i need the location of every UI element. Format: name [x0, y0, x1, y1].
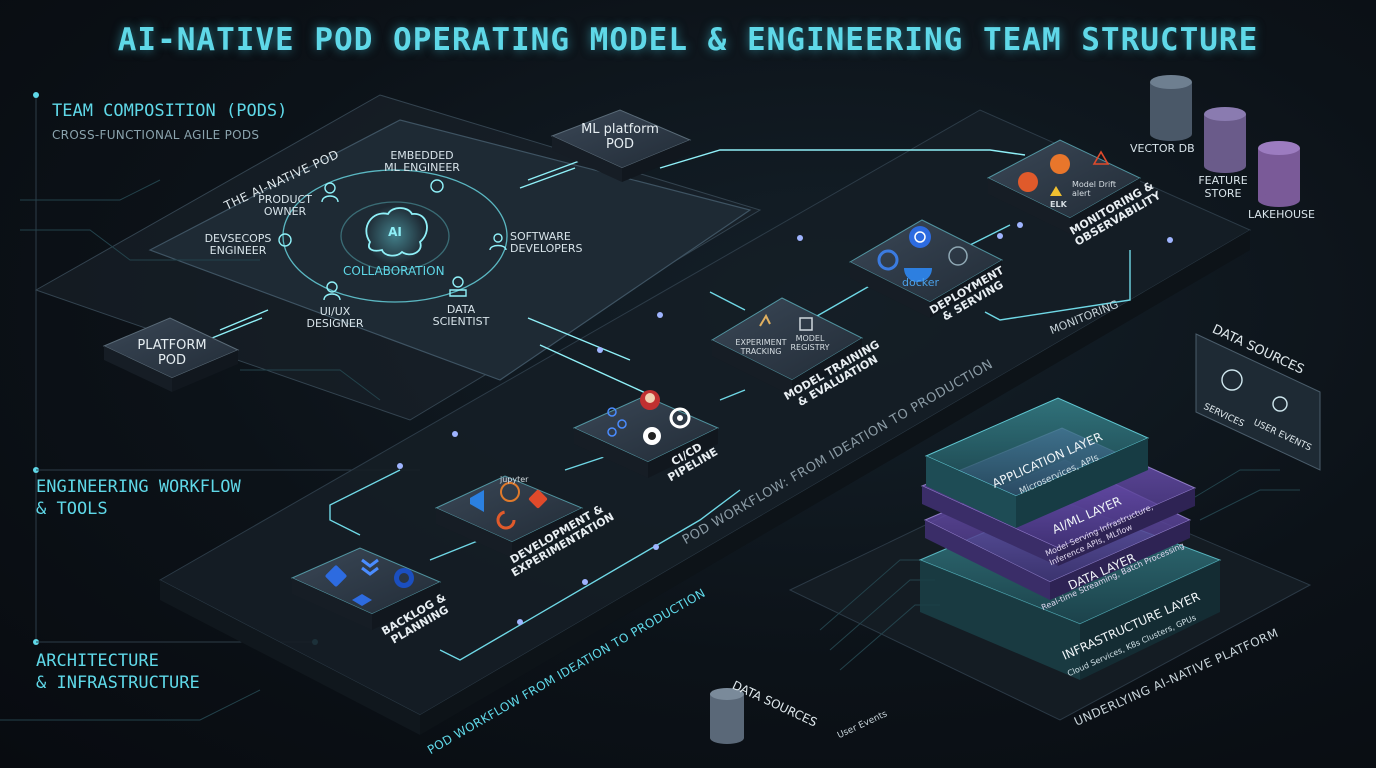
flow-dots — [397, 222, 1173, 625]
section-architecture-line1: ARCHITECTURE — [36, 651, 159, 671]
ai-brain-icon — [365, 205, 428, 265]
tile-training — [710, 297, 864, 396]
section-team-title: TEAM COMPOSITION (PODS) — [52, 101, 288, 121]
role-software-developers: SOFTWARE DEVELOPERS — [510, 231, 590, 255]
github-actions-icon — [643, 427, 661, 445]
workflow-icon — [607, 407, 627, 437]
confluence-icon — [352, 594, 372, 606]
bitbucket-icon — [361, 558, 379, 576]
data-sources-card — [1195, 333, 1321, 471]
ml-platform-pod[interactable]: ML platform POD — [570, 122, 670, 152]
circleci-icon — [669, 407, 691, 429]
feature-store-label: FEATURE STORE — [1198, 174, 1248, 200]
role-data-scientist-line2: SCIENTIST — [432, 315, 490, 328]
role-product-line1: PRODUCT — [258, 193, 312, 206]
role-uiux-line1: UI/UX — [319, 305, 351, 318]
layer-application — [924, 397, 1150, 528]
collaboration-ring — [282, 169, 508, 303]
github-icon — [394, 568, 414, 588]
feature-store-cylinder — [1204, 107, 1246, 173]
role-embedded-line2: ML ENGINEER — [384, 161, 460, 174]
role-devsecops-line1: DEVSECOPS — [204, 232, 272, 245]
role-devsecops-line2: ENGINEER — [209, 244, 267, 257]
brain-icon — [948, 246, 968, 266]
vector-db-cylinder — [1150, 75, 1192, 141]
jupyter-icon — [500, 482, 520, 502]
vector-db-label: VECTOR DB — [1130, 142, 1195, 155]
ai-center-label: AI — [388, 225, 402, 239]
platform-pod[interactable]: PLATFORM POD — [122, 338, 222, 368]
role-product-line2: OWNER — [263, 205, 307, 218]
docker-icon — [904, 268, 932, 282]
section-workflow-line2: & TOOLS — [36, 499, 108, 519]
tile-platform-pod — [102, 317, 240, 392]
lakehouse-label: LAKEHOUSE — [1248, 208, 1315, 221]
grafana-icon — [1050, 154, 1070, 174]
elk-icon — [1050, 186, 1062, 196]
experiment-icon — [759, 313, 771, 327]
tile-ml-platform-pod — [550, 109, 692, 182]
role-devsecops-engineer: DEVSECOPS ENGINEER — [200, 233, 276, 257]
role-product-owner: PRODUCT OWNER — [255, 194, 315, 218]
platform-pod-line2: POD — [157, 353, 187, 368]
section-workflow-title: ENGINEERING WORKFLOW & TOOLS — [36, 476, 241, 520]
ml-platform-pod-line1: ML platform — [581, 122, 659, 137]
section-architecture-title: ARCHITECTURE & INFRASTRUCTURE — [36, 650, 200, 694]
platform-pod-line1: PLATFORM — [137, 338, 207, 353]
tile-monitoring — [986, 139, 1142, 234]
role-software-line1: SOFTWARE — [510, 230, 571, 243]
registry-icon — [799, 317, 813, 331]
role-data-scientist-line1: DATA — [446, 303, 476, 316]
jupyter-label: jupyter — [500, 475, 529, 484]
section-team-subtitle: CROSS-FUNCTIONAL AGILE PODS — [52, 128, 260, 142]
vscode-icon — [470, 490, 484, 512]
experiment-tracking-label: EXPERIMENT TRACKING — [735, 338, 787, 356]
alert-icon — [1092, 150, 1110, 165]
argo-icon — [877, 249, 899, 271]
collaboration-label: COLLABORATION — [343, 264, 445, 278]
tile-cicd — [572, 395, 720, 478]
tile-development — [434, 475, 584, 558]
page-title: AI-NATIVE POD OPERATING MODEL & ENGINEER… — [117, 22, 1259, 58]
docker-label: docker — [902, 276, 940, 289]
git-icon — [528, 489, 548, 509]
role-uiux-designer: UI/UX DESIGNER — [300, 306, 370, 330]
jenkins-icon — [640, 390, 660, 410]
role-uiux-line2: DESIGNER — [306, 317, 364, 330]
role-embedded-line1: EMBEDDED — [390, 149, 454, 162]
lakehouse-cylinder — [1258, 141, 1300, 207]
section-architecture-line2: & INFRASTRUCTURE — [36, 673, 200, 693]
role-icons — [278, 179, 507, 301]
pod-links — [211, 149, 1026, 396]
feature-store-line2: STORE — [1204, 187, 1242, 200]
model-registry-label: MODEL REGISTRY — [790, 334, 830, 352]
kubernetes-icon — [909, 226, 931, 248]
prometheus-icon — [1018, 172, 1038, 192]
elk-label: ELK — [1050, 200, 1067, 209]
section-workflow-line1: ENGINEERING WORKFLOW — [36, 477, 241, 497]
tile-deployment — [848, 219, 1004, 318]
tile-backlog — [290, 547, 442, 630]
bottom-db-cylinder — [710, 688, 744, 744]
model-drift-label: Model Drift alert — [1072, 180, 1117, 198]
role-embedded-ml-engineer: EMBEDDED ML ENGINEER — [377, 150, 467, 174]
ml-platform-pod-line2: POD — [605, 137, 635, 152]
refresh-icon — [496, 510, 516, 530]
jira-icon — [325, 565, 347, 587]
feature-store-line1: FEATURE — [1198, 174, 1248, 187]
role-data-scientist: DATA SCIENTIST — [426, 304, 496, 328]
role-software-line2: DEVELOPERS — [510, 242, 583, 255]
